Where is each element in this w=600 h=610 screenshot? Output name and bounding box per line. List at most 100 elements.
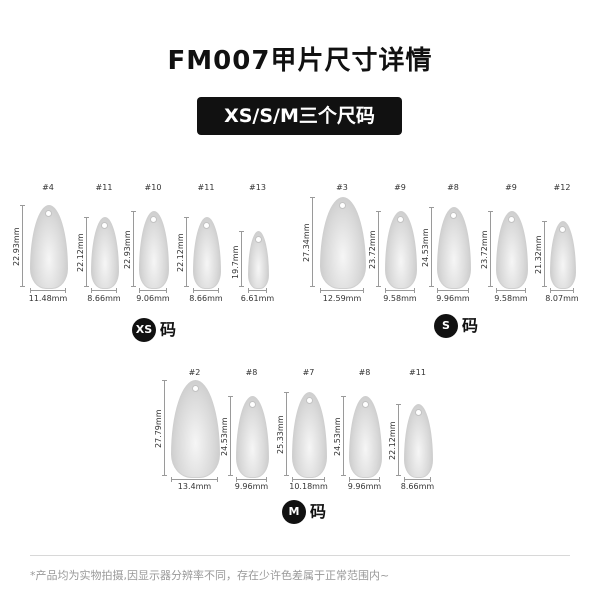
size-label-xs: 码 [160, 320, 177, 339]
nail-number-label: #9 [505, 183, 517, 192]
nail-tip [292, 392, 327, 478]
length-label: 27.79mm [154, 409, 163, 449]
width-bracket [320, 288, 364, 293]
length-label: 24.53mm [333, 417, 342, 457]
length-label: 22.93mm [12, 227, 21, 267]
length-label: 27.34mm [302, 223, 311, 263]
length-bracket [376, 211, 381, 287]
length-bracket [284, 392, 289, 476]
nail-tip [30, 205, 68, 289]
width-label: 9.06mm [136, 294, 170, 303]
length-bracket [542, 221, 547, 287]
nail-hole [150, 216, 157, 223]
nail-number-label: #7 [302, 368, 315, 377]
nail-number-label: #8 [245, 368, 258, 377]
length-label: 21.32mm [534, 235, 543, 275]
nail-number-label: #10 [144, 183, 162, 192]
nail-number-label: #9 [394, 183, 406, 192]
sizes-pill: XS/S/M三个尺码 [197, 97, 402, 135]
length-label: 22.93mm [123, 230, 132, 270]
width-bracket [193, 288, 219, 293]
length-label: 19.7mm [231, 245, 240, 279]
width-label: 8.66mm [87, 294, 121, 303]
page-title: FM007甲片尺寸详情 [167, 46, 433, 76]
nail-number-label: #12 [553, 183, 571, 192]
nail-hole [203, 222, 210, 229]
width-label: 12.59mm [322, 294, 362, 303]
nail-number-label: #11 [409, 368, 426, 377]
length-bracket [162, 380, 167, 476]
width-bracket [171, 477, 218, 482]
nail-hole [397, 216, 404, 223]
nail-hole [305, 397, 313, 404]
nail-hole [339, 202, 346, 209]
nail-tip [236, 396, 269, 478]
nail-hole [45, 210, 52, 217]
length-bracket [239, 231, 244, 287]
nail-tip [496, 211, 528, 289]
length-bracket [341, 396, 346, 476]
size-circle-m: M [282, 500, 306, 524]
width-bracket [349, 477, 380, 482]
width-label: 10.18mm [289, 482, 328, 491]
width-bracket [91, 288, 117, 293]
width-bracket [385, 288, 415, 293]
width-label: 11.48mm [28, 294, 68, 303]
length-label: 23.72mm [368, 230, 377, 270]
nail-tip [349, 396, 382, 478]
length-bracket [84, 217, 89, 287]
width-bracket [236, 477, 267, 482]
length-label: 24.53mm [220, 417, 229, 457]
size-circle-s: S [434, 314, 458, 338]
width-bracket [550, 288, 574, 293]
nail-hole [254, 236, 262, 243]
length-bracket [228, 396, 233, 476]
length-bracket [131, 211, 136, 287]
width-label: 9.58mm [383, 294, 417, 303]
nail-number-label: #4 [42, 183, 54, 192]
length-label: 23.72mm [480, 230, 489, 270]
length-bracket [310, 197, 315, 287]
length-label: 25.33mm [276, 415, 285, 455]
nail-hole [191, 385, 199, 392]
width-bracket [139, 288, 167, 293]
width-bracket [292, 477, 325, 482]
nail-number-label: #2 [188, 368, 201, 377]
length-bracket [184, 217, 189, 287]
width-label: 9.96mm [234, 482, 269, 491]
nail-hole [101, 222, 108, 229]
length-label: 24.53mm [421, 228, 430, 268]
width-label: 6.61mm [240, 294, 275, 303]
length-label: 22.12mm [388, 421, 397, 461]
size-label-s: 码 [462, 316, 479, 335]
width-label: 9.58mm [494, 294, 528, 303]
footer-divider [30, 555, 570, 556]
nail-tip [437, 207, 471, 289]
width-bracket [404, 477, 431, 482]
footnote: *产品均为实物拍摄,因显示器分辨率不同，存在少许色差属于正常范围内~ [30, 569, 390, 582]
nail-hole [508, 216, 515, 223]
nail-number-label: #8 [358, 368, 371, 377]
width-bracket [437, 288, 469, 293]
length-bracket [429, 207, 434, 287]
size-label-m: 码 [310, 502, 327, 521]
nail-number-label: #11 [197, 183, 215, 192]
length-label: 22.12mm [76, 233, 85, 273]
size-circle-xs: XS [132, 318, 156, 342]
width-bracket [30, 288, 66, 293]
nail-hole [361, 401, 369, 408]
width-label: 8.07mm [545, 294, 579, 303]
nail-hole [414, 409, 422, 416]
width-label: 9.96mm [347, 482, 382, 491]
nail-hole [559, 226, 566, 233]
width-label: 9.96mm [436, 294, 470, 303]
nail-number-label: #8 [447, 183, 459, 192]
nail-number-label: #13 [249, 183, 266, 192]
nail-tip [171, 380, 220, 478]
nail-hole [248, 401, 256, 408]
length-bracket [20, 205, 25, 287]
width-label: 8.66mm [400, 482, 435, 491]
length-label: 22.12mm [176, 233, 185, 273]
width-bracket [496, 288, 526, 293]
width-label: 8.66mm [189, 294, 223, 303]
